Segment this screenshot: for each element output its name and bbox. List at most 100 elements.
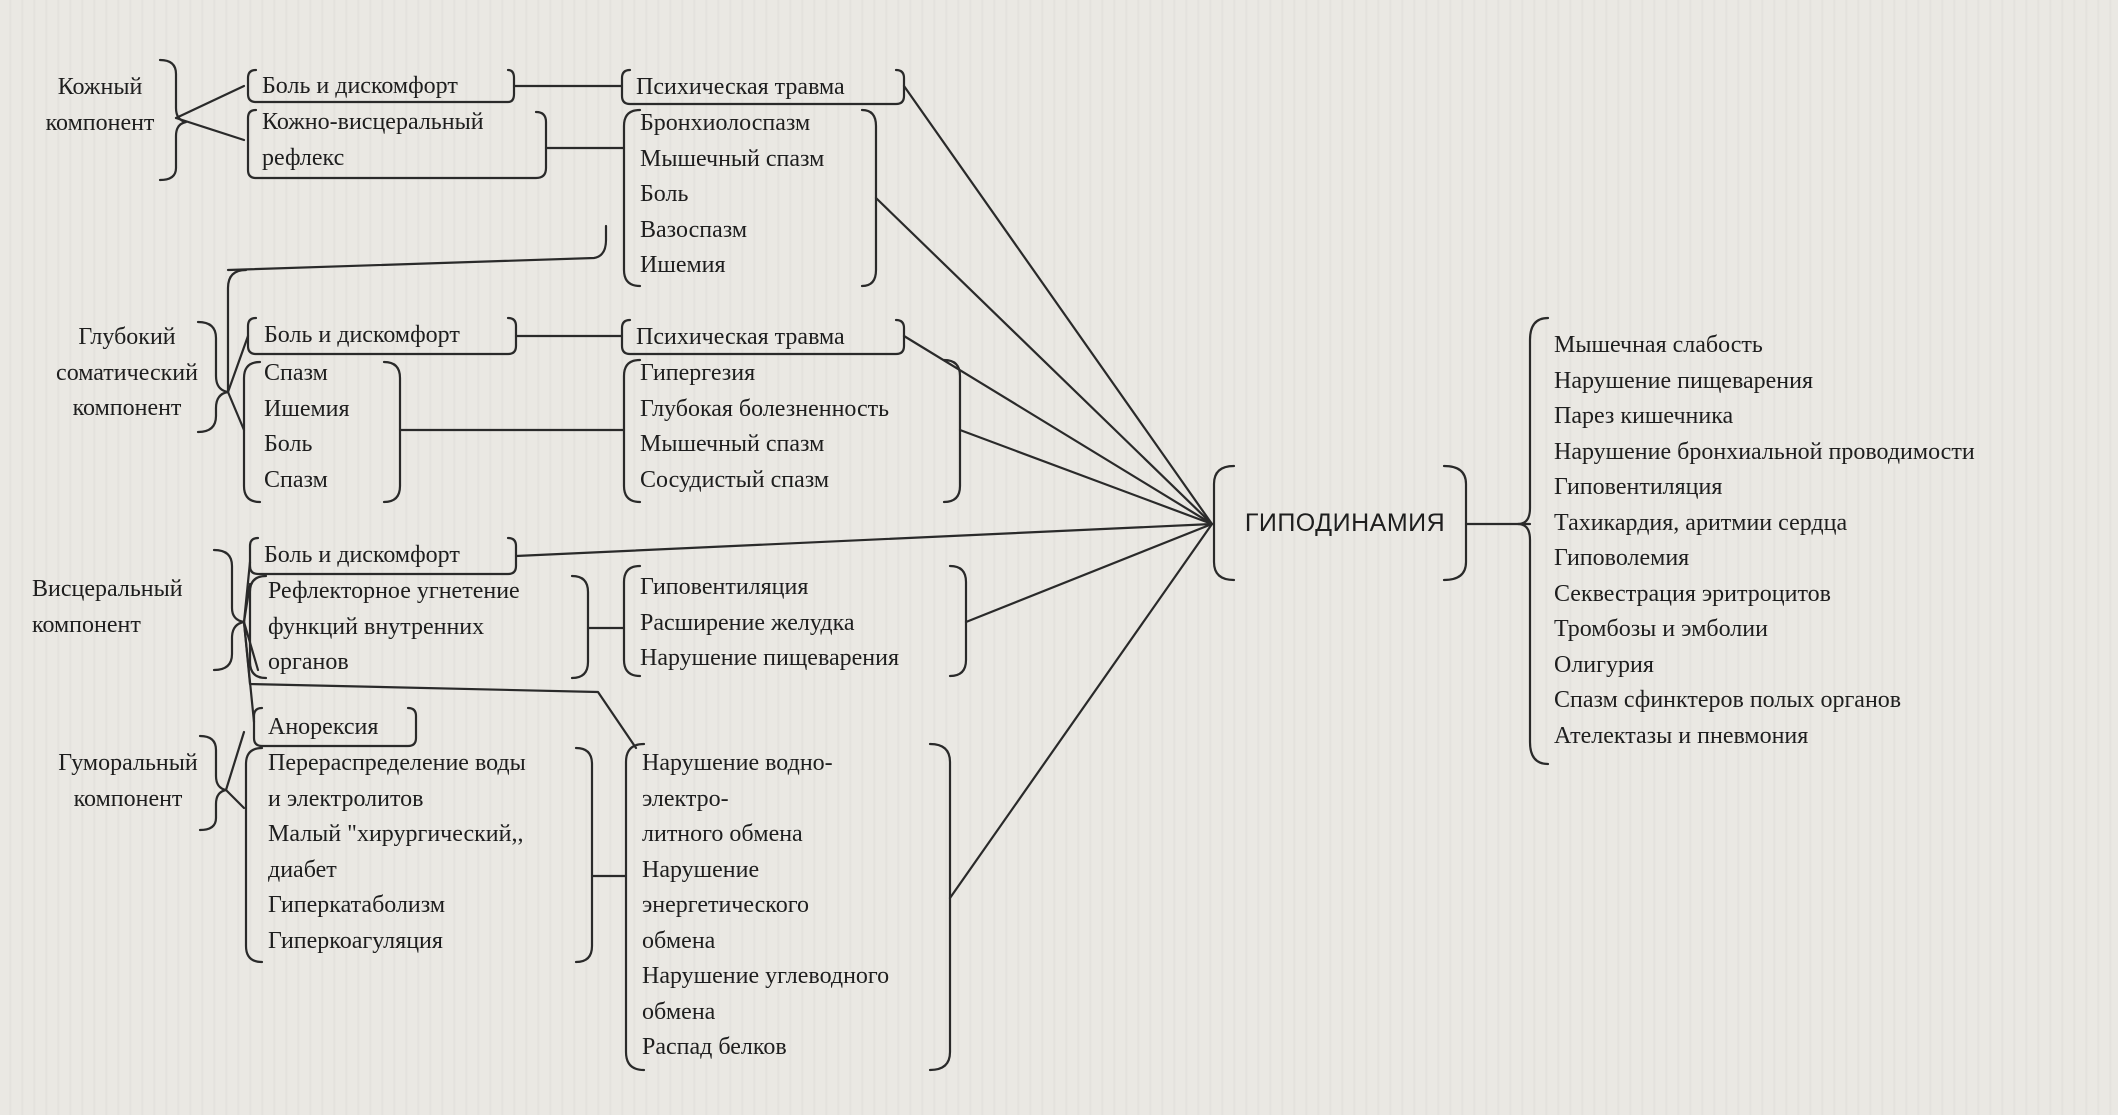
list-item: Гиповентиляция bbox=[640, 574, 809, 600]
deep-pain-label: Боль и дискомфорт bbox=[264, 322, 460, 348]
list-item: Перераспределение воды bbox=[268, 750, 526, 776]
skin-effects-list: Бронхиолоспазм Мышечный спазм Боль Вазос… bbox=[640, 106, 824, 284]
deep-causes-list: Спазм Ишемия Боль Спазм bbox=[264, 356, 350, 498]
visceral-component-label: Висцеральный компонент bbox=[32, 576, 183, 638]
deep-effects-bracket-right bbox=[942, 358, 962, 504]
consequences-list: Мышечная слабость Нарушение пищеварения … bbox=[1554, 328, 1975, 754]
list-item: Нарушение пищеварения bbox=[640, 645, 900, 671]
visceral-reflex-bracket-right bbox=[570, 574, 590, 680]
deep-causes-bracket-right bbox=[382, 360, 402, 504]
list-item: Секвестрация эритроцитов bbox=[1554, 580, 1831, 607]
converge-deep-effects bbox=[958, 428, 1214, 526]
skin-to-pain-line bbox=[174, 84, 246, 120]
deep-to-pain-line bbox=[226, 334, 250, 394]
list-item: Вазоспазм bbox=[640, 216, 748, 243]
visceral-reflex-bracket-left bbox=[248, 574, 268, 680]
visceral-pain-label: Боль и дискомфорт bbox=[264, 542, 460, 568]
visceral-effects-bracket-right bbox=[948, 564, 968, 678]
list-item: Гиповолемия bbox=[1554, 545, 1690, 571]
skin-component-label: Кожный компонент bbox=[45, 74, 155, 136]
list-item: диабет bbox=[268, 856, 337, 883]
converge-visceral-effects bbox=[964, 522, 1214, 624]
skin-trauma-box bbox=[620, 68, 906, 106]
list-item: Сосудистый спазм bbox=[640, 466, 830, 493]
converge-skin-trauma bbox=[902, 84, 1214, 526]
converge-visceral-pain bbox=[514, 522, 1214, 558]
list-item: Ателектазы и пневмония bbox=[1554, 722, 1809, 749]
list-item: Тромбозы и эмболии bbox=[1554, 616, 1768, 642]
humoral-effects-bracket-left bbox=[624, 742, 646, 1072]
deep-trauma-box bbox=[620, 318, 906, 356]
list-item: Нарушение водно- bbox=[642, 750, 833, 776]
skin-reflex-label: Кожно-висцеральный рефлекс bbox=[262, 109, 484, 171]
skin-pain-label: Боль и дискомфорт bbox=[262, 73, 458, 99]
list-item: энергетического bbox=[642, 892, 809, 918]
list-item: Тахикардия, аритмии сердца bbox=[1554, 509, 1848, 536]
humoral-anorexia-box bbox=[252, 706, 418, 748]
humoral-causes-list: Перераспределение воды и электролитов Ма… bbox=[268, 746, 526, 959]
list-item: Боль bbox=[264, 431, 313, 457]
deep-causes-bracket-left bbox=[242, 360, 262, 504]
list-item: Олигурия bbox=[1554, 651, 1654, 678]
humoral-to-causes-line bbox=[224, 788, 246, 810]
list-item: электро- bbox=[642, 785, 729, 812]
humoral-causes-bracket-left bbox=[244, 746, 264, 964]
skin-effects-bracket-left bbox=[622, 108, 642, 288]
deep-component-label: Глубокий соматический компонент bbox=[56, 324, 198, 421]
list-item: Глубокая болезненность bbox=[640, 395, 890, 422]
list-item: Гипергезия bbox=[640, 360, 756, 386]
list-item: Нарушение бронхиальной проводимости bbox=[1554, 438, 1975, 465]
humoral-effects-bracket-right bbox=[928, 742, 952, 1072]
visceral-to-humoral-effects-line bbox=[242, 620, 638, 750]
list-item: Боль bbox=[640, 181, 689, 207]
list-item: Ишемия bbox=[640, 252, 726, 278]
consequences-brace bbox=[1516, 316, 1550, 766]
visceral-pain-box bbox=[248, 536, 518, 576]
deep-pain-box bbox=[246, 316, 518, 356]
list-item: Расширение желудка bbox=[640, 609, 855, 636]
deep-trauma-label: Психическая травма bbox=[636, 324, 845, 350]
list-item: Мышечная слабость bbox=[1554, 332, 1763, 358]
deep-effects-bracket-left bbox=[622, 358, 642, 504]
list-item: Мышечный спазм bbox=[640, 431, 825, 457]
list-item: Бронхиолоспазм bbox=[640, 110, 811, 136]
converge-humoral-effects bbox=[948, 522, 1214, 900]
list-item: Малый "хирургический,, bbox=[268, 821, 524, 847]
skin-to-reflex-line bbox=[174, 116, 246, 142]
deep-to-causes-line bbox=[226, 390, 246, 432]
humoral-to-anorexia-line bbox=[224, 730, 246, 792]
center-hypodynamia-label: ГИПОДИНАМИЯ bbox=[1244, 509, 1446, 537]
humoral-anorexia-label: Анорексия bbox=[268, 714, 379, 740]
humoral-causes-bracket-right bbox=[574, 746, 594, 964]
visceral-effects-bracket-left bbox=[622, 564, 642, 678]
list-item: и электролитов bbox=[268, 785, 424, 812]
list-item: Гиперкатаболизм bbox=[268, 892, 446, 918]
skin-trauma-label: Психическая травма bbox=[636, 74, 845, 100]
list-item: Ишемия bbox=[264, 395, 350, 422]
converge-skin-effects bbox=[874, 196, 1214, 526]
list-item: Распад белков bbox=[642, 1034, 787, 1060]
list-item: Спазм bbox=[264, 360, 328, 386]
skin-effects-bracket-right bbox=[860, 108, 878, 288]
deep-top-link-line bbox=[226, 268, 248, 394]
converge-deep-trauma bbox=[902, 334, 1214, 526]
humoral-effects-list: Нарушение водно- электро- литного обмена… bbox=[642, 746, 889, 1066]
deep-effects-list: Гипергезия Глубокая болезненность Мышечн… bbox=[640, 356, 889, 498]
visceral-reflex-label: Рефлекторное угнетение функций внутренни… bbox=[268, 578, 520, 675]
list-item: Спазм bbox=[264, 466, 328, 493]
list-item: Мышечный спазм bbox=[640, 145, 825, 172]
list-item: Парез кишечника bbox=[1554, 403, 1734, 429]
list-item: Гиперкоагуляция bbox=[268, 927, 443, 954]
list-item: Нарушение bbox=[642, 856, 760, 883]
visceral-effects-list: Гиповентиляция Расширение желудка Наруше… bbox=[640, 570, 899, 677]
list-item: Нарушение пищеварения bbox=[1554, 367, 1814, 394]
deep-to-effects-line bbox=[226, 224, 608, 272]
list-item: литного обмена bbox=[642, 821, 803, 847]
list-item: обмена bbox=[642, 927, 716, 954]
list-item: обмена bbox=[642, 998, 716, 1025]
humoral-component-label: Гуморальный компонент bbox=[58, 750, 198, 812]
list-item: Нарушение углеводного bbox=[642, 963, 890, 989]
list-item: Гиповентиляция bbox=[1554, 474, 1723, 500]
